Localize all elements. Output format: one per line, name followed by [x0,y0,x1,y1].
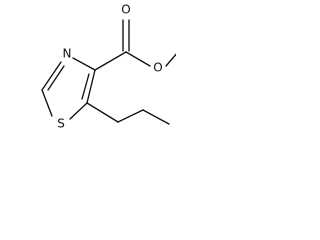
bond-propyl-1-2 [117,109,144,123]
ring-bond-n-c4 [72,57,96,71]
bond-propyl-2-3 [142,109,170,125]
ring-nitrogen-label: N [63,47,72,61]
ring-double-bond-c2-n-inner [47,65,65,91]
ester-oxygen-label: O [153,61,162,75]
ring-sulfur-label: S [57,117,65,131]
bond-carbonyl-ester-oxygen [125,51,151,67]
ring-double-bond-c4-c5-inner [81,73,90,100]
ring-bond-c5-s [69,102,88,120]
ester-carbonyl-oxygen-label: O [121,3,130,17]
bond-c5-propyl-1 [86,102,119,123]
chemical-structure: O O N S [41,3,176,131]
ring-bond-c4-c5 [86,69,96,104]
bond-ester-oxygen-methyl [165,53,176,67]
ring-bond-c2-n [41,61,62,91]
ring-bond-s-c2 [41,89,53,117]
bond-c4-carbonyl [94,51,127,71]
